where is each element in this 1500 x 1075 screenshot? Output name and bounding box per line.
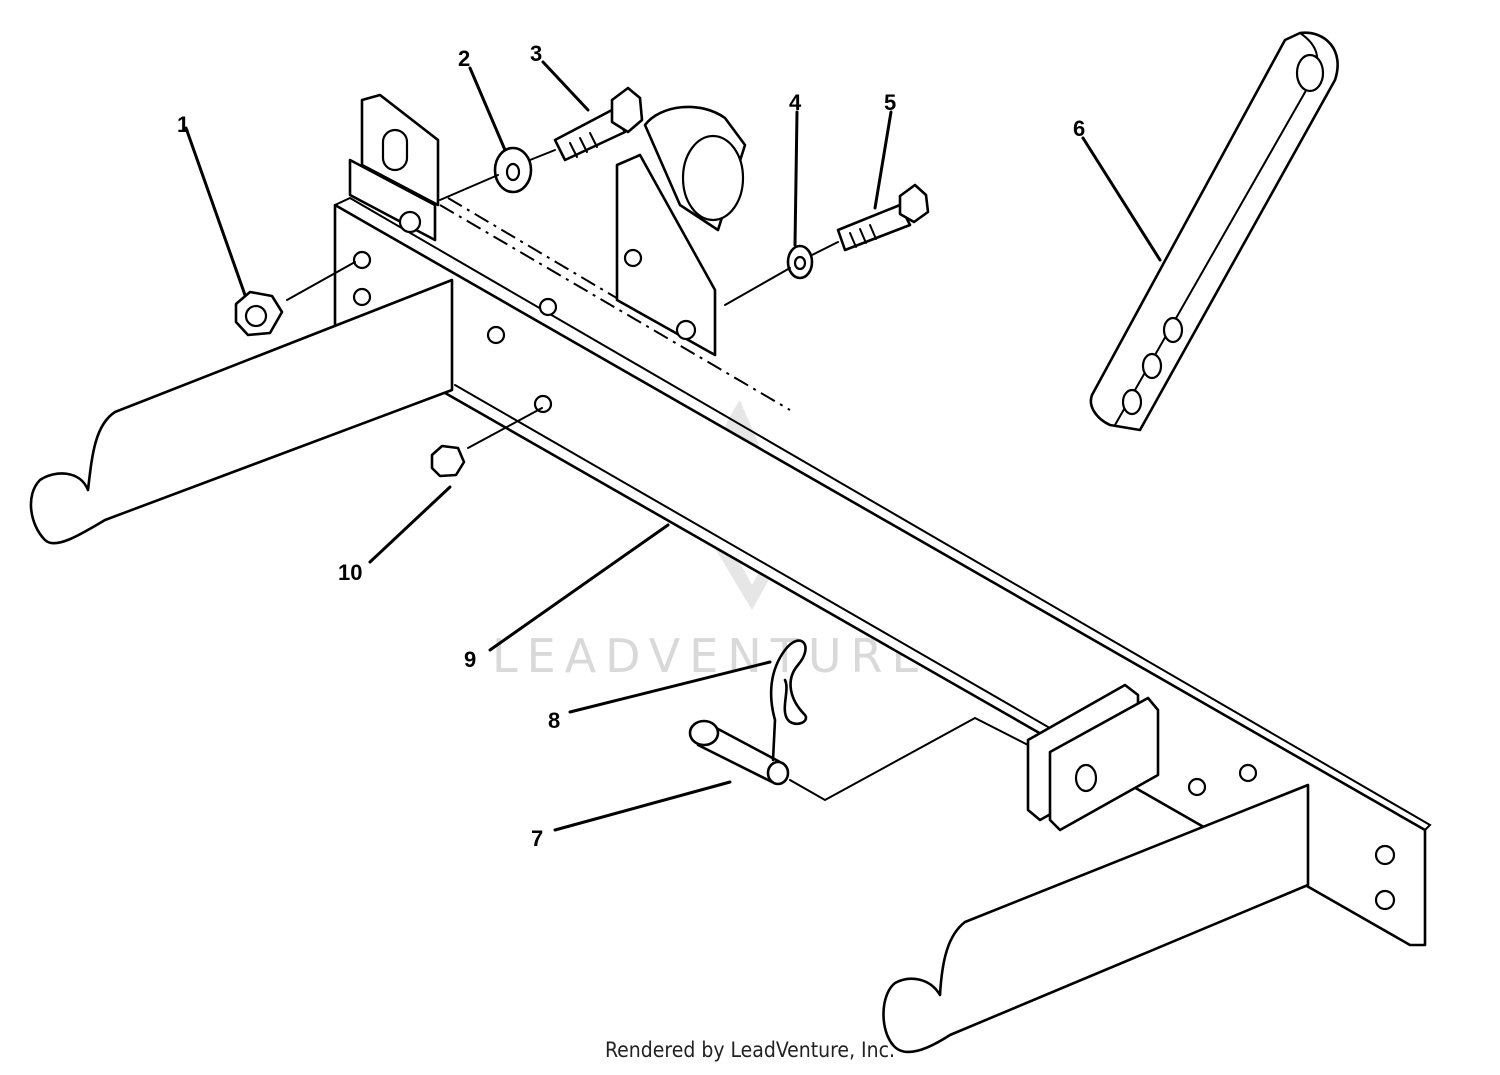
right-hook-arm <box>882 783 1310 1054</box>
callout-5: 5 <box>884 90 896 115</box>
left-hook-arm <box>29 278 454 545</box>
assembly-line <box>724 267 791 306</box>
bolt <box>553 86 644 162</box>
leader-line <box>184 126 247 297</box>
lock-nut <box>234 290 284 337</box>
callout-10: 10 <box>338 560 362 585</box>
dashed-guide <box>447 197 621 301</box>
assembly-line <box>286 261 356 301</box>
hex-nut <box>430 444 466 478</box>
hair-pin <box>769 639 808 762</box>
leader-line <box>541 60 590 112</box>
callout-8: 8 <box>548 708 560 733</box>
leader-line <box>488 523 670 652</box>
side-bracket <box>615 105 747 357</box>
leader-line <box>873 110 893 210</box>
leader-line <box>368 485 452 564</box>
top-mount-bracket <box>348 93 440 242</box>
assembly-line <box>529 149 556 161</box>
callout-3: 3 <box>530 41 542 66</box>
callout-9: 9 <box>464 647 476 672</box>
leader-line <box>468 66 507 152</box>
dashed-guide <box>439 204 791 411</box>
callout-1: 1 <box>177 112 189 137</box>
bolt <box>836 183 930 252</box>
leader-line <box>1081 136 1162 262</box>
leader-line <box>793 110 799 247</box>
callout-7: 7 <box>531 826 543 851</box>
leader-line <box>568 660 772 714</box>
assembly-line <box>811 241 839 256</box>
watermark-text: LEADVENTURE <box>492 629 930 683</box>
assembly-line <box>439 174 499 201</box>
callout-2: 2 <box>458 46 470 71</box>
callout-6: 6 <box>1073 116 1085 141</box>
clevis-bracket <box>1026 683 1160 832</box>
callout-4: 4 <box>789 90 802 115</box>
render-credit: Rendered by LeadVenture, Inc. <box>605 1038 895 1062</box>
leader-line <box>553 780 732 832</box>
assembly-line <box>789 716 1029 802</box>
clevis-pin <box>688 719 790 786</box>
assembly-line <box>467 407 543 449</box>
link-bar <box>1089 31 1339 432</box>
